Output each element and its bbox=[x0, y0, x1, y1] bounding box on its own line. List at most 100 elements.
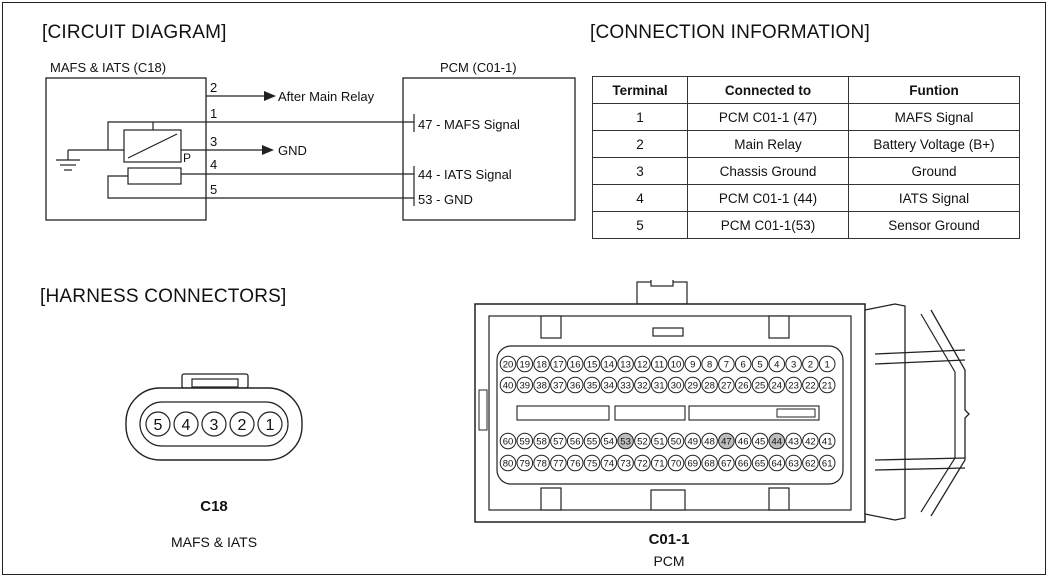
p-label: P bbox=[183, 151, 191, 165]
pcm-pin bbox=[583, 376, 601, 394]
cell-terminal: 2 bbox=[592, 130, 688, 158]
pcm-pin-number: 45 bbox=[755, 437, 766, 448]
arrow-after-main-relay bbox=[264, 91, 276, 101]
pcm-pin-number: 70 bbox=[671, 459, 682, 470]
pcm-pin-number: 26 bbox=[738, 381, 749, 392]
pcm-pin-number: 76 bbox=[570, 459, 581, 470]
pcm-pin bbox=[718, 376, 735, 394]
pcm-pin bbox=[583, 454, 601, 472]
pcm-pin-number: 65 bbox=[755, 459, 766, 470]
pcm-pin-number: 34 bbox=[604, 381, 615, 392]
pcm-pin bbox=[617, 454, 634, 472]
table-row: 4 PCM C01-1 (44) IATS Signal bbox=[592, 184, 1020, 212]
pcm-pin bbox=[768, 355, 786, 373]
cell-connected-to: Main Relay bbox=[687, 130, 849, 158]
pcm-pin bbox=[718, 432, 735, 450]
pcm-pin-number: 2 bbox=[808, 360, 813, 371]
header-function: Funtion bbox=[848, 76, 1020, 104]
pcm-pin bbox=[734, 355, 752, 373]
pcm-pin-number: 15 bbox=[587, 360, 598, 371]
pcm-pin bbox=[634, 454, 651, 472]
pcm-pin bbox=[718, 454, 735, 472]
pcm-pin bbox=[634, 376, 651, 394]
pcm-pin-number: 4 bbox=[774, 360, 779, 371]
pcm-side-latch bbox=[864, 303, 906, 521]
pcm-pin bbox=[818, 376, 836, 394]
pcm-pin-number: 44 bbox=[772, 437, 783, 448]
pcm-pin bbox=[499, 376, 517, 394]
pcm-pin-number: 49 bbox=[688, 437, 699, 448]
table-row: 3 Chassis Ground Ground bbox=[592, 157, 1020, 185]
iats-sensor-element bbox=[127, 167, 182, 185]
pcm-pin bbox=[566, 355, 584, 373]
pcm-pin bbox=[617, 355, 634, 373]
pcm-pin bbox=[701, 376, 718, 394]
pcm-pin bbox=[533, 432, 550, 450]
pcm-pin-number: 18 bbox=[536, 360, 547, 371]
cell-terminal: 5 bbox=[592, 211, 688, 239]
pcm-pin bbox=[751, 454, 769, 472]
c18-pin bbox=[257, 411, 283, 437]
pcm-pin bbox=[550, 376, 567, 394]
cell-function: MAFS Signal bbox=[848, 103, 1020, 131]
pcm-pin bbox=[667, 355, 685, 373]
pcm-pin bbox=[516, 432, 534, 450]
pcm-pin-number: 69 bbox=[688, 459, 699, 470]
pcm-pin-number: 74 bbox=[604, 459, 615, 470]
pcm-pin bbox=[499, 355, 517, 373]
pcm-pin bbox=[600, 355, 618, 373]
pcm-sub-label: PCM bbox=[653, 553, 685, 569]
pcm-pin bbox=[650, 432, 668, 450]
pcm-pin-number: 35 bbox=[587, 381, 598, 392]
pcm-pin bbox=[650, 454, 668, 472]
pcm-pin-number: 59 bbox=[520, 437, 531, 448]
pcm-pin bbox=[785, 376, 802, 394]
pcm-pin bbox=[684, 355, 702, 373]
pcm-pin bbox=[684, 454, 702, 472]
pcm-pin-number: 75 bbox=[587, 459, 598, 470]
pcm-pin-number: 64 bbox=[772, 459, 783, 470]
pcm-box bbox=[402, 77, 576, 221]
pcm-pin-number: 19 bbox=[520, 360, 531, 371]
pcm-pin bbox=[785, 355, 802, 373]
pcm-pin bbox=[751, 432, 769, 450]
pcm-pin-number: 47 bbox=[721, 437, 732, 448]
pcm-pin-number: 77 bbox=[553, 459, 564, 470]
pcm-label: C01-1 bbox=[648, 531, 690, 548]
pcm-pin-number: 13 bbox=[620, 360, 631, 371]
pcm-pin-number: 40 bbox=[503, 381, 514, 392]
pin-label-4: 4 bbox=[210, 157, 217, 172]
pcm-pin-number: 78 bbox=[536, 459, 547, 470]
pcm-iats-label: 44 - IATS Signal bbox=[418, 167, 512, 182]
cell-terminal: 3 bbox=[592, 157, 688, 185]
pcm-pin-number: 32 bbox=[637, 381, 648, 392]
pcm-pin-number: 61 bbox=[822, 459, 833, 470]
cell-function: Sensor Ground bbox=[848, 211, 1020, 239]
pin-label-2: 2 bbox=[210, 80, 217, 95]
pcm-pin bbox=[499, 432, 517, 450]
pcm-pin bbox=[802, 355, 819, 373]
pcm-pin-number: 56 bbox=[570, 437, 581, 448]
pcm-pin-number: 30 bbox=[671, 381, 682, 392]
pcm-pin-number: 24 bbox=[772, 381, 783, 392]
c18-sub-label: MAFS & IATS bbox=[170, 534, 258, 550]
pcm-pin bbox=[785, 454, 802, 472]
pcm-pin-number: 27 bbox=[721, 381, 732, 392]
cell-connected-to: Chassis Ground bbox=[687, 157, 849, 185]
cell-connected-to: PCM C01-1 (47) bbox=[687, 103, 849, 131]
mafs-iats-box bbox=[45, 77, 207, 221]
pcm-pin-number: 41 bbox=[822, 437, 833, 448]
pcm-pin bbox=[701, 454, 718, 472]
pcm-pin-number: 7 bbox=[724, 360, 729, 371]
pcm-pin bbox=[818, 355, 836, 373]
pcm-pin bbox=[684, 432, 702, 450]
pcm-pin bbox=[650, 355, 668, 373]
pcm-pin bbox=[667, 376, 685, 394]
pcm-pin bbox=[718, 355, 735, 373]
pcm-pin-number: 80 bbox=[503, 459, 514, 470]
pcm-pin-number: 10 bbox=[671, 360, 682, 371]
pcm-pin bbox=[802, 432, 819, 450]
